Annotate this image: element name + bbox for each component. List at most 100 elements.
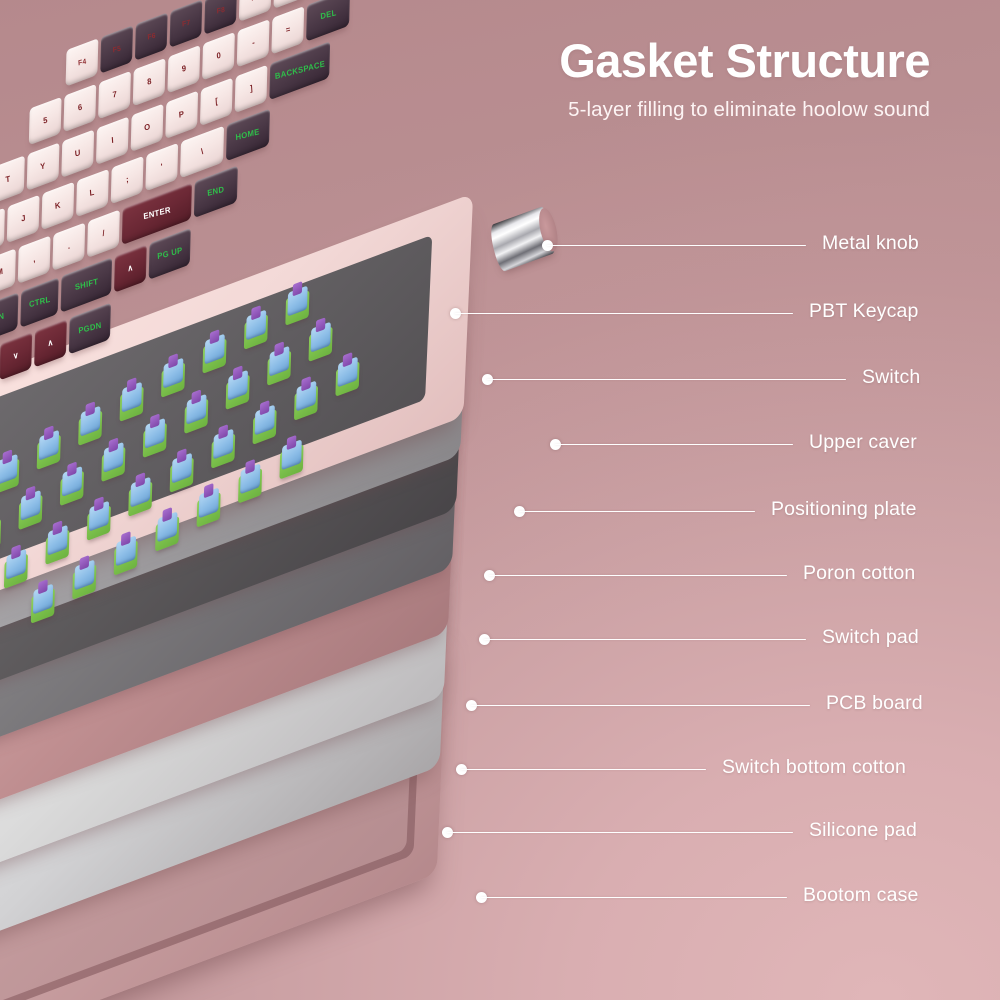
keycap-legend: F4 (77, 57, 87, 68)
switch (225, 365, 250, 411)
switch (252, 400, 277, 445)
keycap-legend: ] (249, 83, 253, 94)
keycap-legend: F8 (216, 5, 226, 16)
callout-label: PCB board (826, 692, 923, 714)
keycap-home[interactable]: HOME (225, 108, 270, 162)
switch (59, 461, 84, 507)
keycap-legend: P (178, 109, 185, 120)
keycap-legend: BACKSPACE (274, 59, 326, 82)
keycap-legend: FN (0, 311, 5, 324)
keycap--[interactable]: ∧ (113, 244, 147, 293)
keycap-legend: PGDN (77, 320, 102, 336)
keycap-del[interactable]: DEL (306, 0, 351, 42)
keycap-legend: [ (214, 96, 219, 107)
switch (279, 434, 304, 480)
keycap--[interactable]: ∧ (34, 319, 67, 368)
keycap-legend: M (0, 266, 4, 278)
keycap-f5[interactable]: F5 (100, 25, 134, 74)
keycap-legend: = (285, 24, 291, 36)
keycap--[interactable]: - (236, 19, 270, 68)
keycap-legend: U (74, 147, 81, 159)
keycap-f6[interactable]: F6 (134, 12, 168, 61)
switch (267, 341, 292, 387)
keycap-legend: , (32, 254, 36, 265)
keycap-legend: 0 (215, 50, 222, 62)
page-subtitle: 5-layer filling to eliminate hoolow soun… (568, 98, 930, 122)
keycap-legend: 5 (42, 115, 48, 126)
keycap-legend: L (89, 187, 96, 198)
keycap-h[interactable]: H (0, 207, 5, 257)
keycap--[interactable]: , (17, 235, 51, 285)
keycap-j[interactable]: J (6, 194, 40, 244)
keycap--[interactable]: [ (199, 77, 233, 127)
keycap--[interactable]: / (87, 209, 120, 259)
switch (36, 425, 61, 471)
switch (3, 544, 29, 590)
keycap-l[interactable]: L (76, 168, 109, 218)
callout-label: Silicone pad (809, 819, 918, 841)
keycap--[interactable]: ] (234, 64, 268, 114)
keycap-legend: DEL (319, 8, 337, 22)
switch (184, 389, 209, 435)
keycap-legend: ' (160, 161, 164, 172)
keycap-7[interactable]: 7 (98, 70, 131, 120)
keycap-legend: ∧ (127, 262, 134, 274)
switch (78, 401, 103, 447)
switch (0, 449, 20, 495)
keycap-k[interactable]: K (41, 181, 75, 231)
keycap-0[interactable]: 0 (202, 32, 235, 81)
keycap-9[interactable]: 9 (167, 44, 201, 94)
keycap-ctrl[interactable]: CTRL (20, 277, 59, 328)
keycap--[interactable]: ∨ (0, 331, 33, 381)
switch (196, 482, 221, 528)
keycap-legend: SHIFT (74, 276, 99, 293)
keycap-legend: - (251, 37, 255, 48)
keycap-y[interactable]: Y (26, 142, 60, 191)
keycap-legend: ∧ (47, 337, 54, 349)
keycap-o[interactable]: O (130, 103, 164, 153)
keycap-legend: F5 (112, 44, 122, 55)
switch (308, 317, 333, 363)
keycap--[interactable]: \ (180, 125, 225, 179)
keycap--[interactable]: ; (110, 155, 144, 205)
keycap-legend: ; (125, 174, 129, 185)
keycap-f4[interactable]: F4 (65, 38, 99, 87)
keycap-f8[interactable]: F8 (204, 0, 237, 35)
callout-label: Poron cotton (803, 562, 916, 584)
keycap-end[interactable]: END (193, 165, 238, 219)
exploded-keyboard-assembly: F4F5F6F7F8F9F10F11F12567890-=DELTYUIOP[]… (0, 0, 562, 1000)
keycap-legend: 7 (111, 89, 118, 100)
keycap-pgdn[interactable]: PGDN (68, 302, 111, 355)
keycap-legend: F7 (181, 18, 191, 29)
keycap--[interactable]: ' (145, 142, 179, 192)
keycap-fn[interactable]: FN (0, 292, 19, 343)
keycap-legend: 6 (77, 102, 83, 113)
keycap--[interactable]: = (271, 6, 305, 55)
keycap-8[interactable]: 8 (132, 57, 166, 107)
switch (155, 506, 180, 552)
switch (101, 437, 126, 483)
keycap-p[interactable]: P (165, 90, 199, 140)
callout-label: Switch pad (822, 626, 919, 648)
switch (18, 485, 43, 531)
keycap-m[interactable]: M (0, 248, 16, 297)
keycap-6[interactable]: 6 (63, 83, 97, 133)
keycap-legend: CTRL (28, 294, 51, 310)
switch (335, 352, 360, 397)
switch (86, 496, 111, 542)
switch (293, 376, 319, 421)
keycap-legend: ENTER (142, 205, 171, 222)
keycap-legend: F6 (146, 31, 156, 42)
keycap-i[interactable]: I (95, 116, 129, 166)
keycap--[interactable]: . (52, 222, 86, 272)
keycap-f9[interactable]: F9 (238, 0, 272, 22)
keycap-pg-up[interactable]: PG UP (148, 227, 191, 280)
keycap-f7[interactable]: F7 (169, 0, 203, 48)
keycap-t[interactable]: T (0, 155, 25, 204)
keycap-5[interactable]: 5 (28, 96, 62, 146)
keycap-legend: T (5, 173, 12, 185)
callout-label: Switch bottom cotton (722, 756, 907, 778)
keycap-u[interactable]: U (61, 129, 95, 179)
keycap-legend: I (110, 135, 114, 146)
